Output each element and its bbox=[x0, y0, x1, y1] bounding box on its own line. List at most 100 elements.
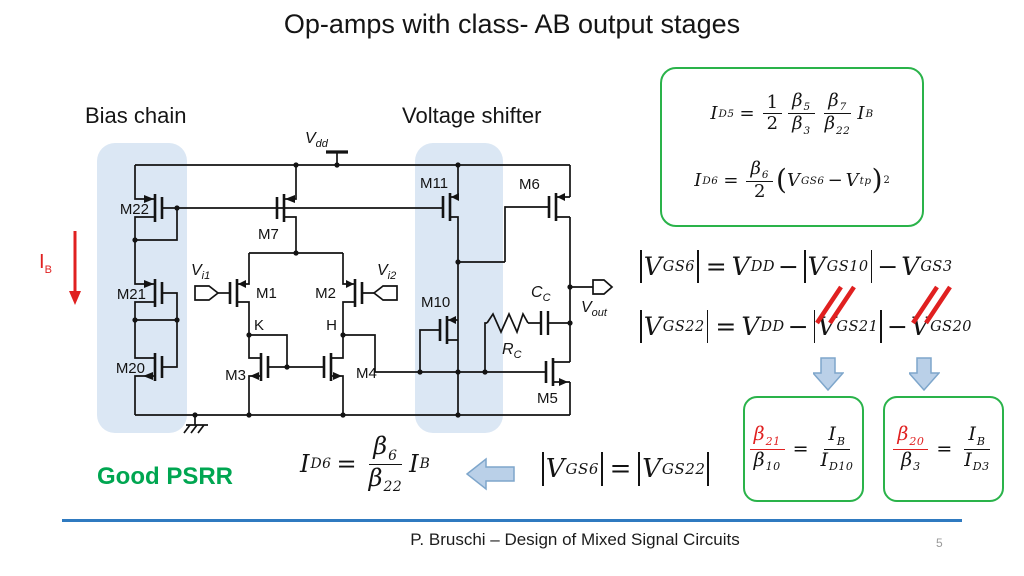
tok: β bbox=[824, 113, 836, 135]
bias-chain-label: Bias chain bbox=[85, 103, 187, 128]
beta21-equation-box: β21 β10 = IB ID10 bbox=[743, 396, 864, 502]
tok: D10 bbox=[829, 459, 854, 473]
vout-output-flag bbox=[592, 279, 614, 295]
cc-label: CC bbox=[531, 284, 551, 304]
m11-label: M11 bbox=[420, 175, 448, 192]
tok: = bbox=[705, 252, 727, 281]
tok: − bbox=[887, 312, 908, 341]
junction-dots bbox=[132, 162, 573, 418]
node-k-label: K bbox=[254, 317, 264, 334]
tok: GS3 bbox=[920, 258, 953, 275]
beta20-equation-box: β20 β3 = IB ID3 bbox=[883, 396, 1004, 502]
tok: 22 bbox=[383, 479, 403, 496]
page-number: 5 bbox=[936, 536, 943, 550]
tok: DD bbox=[750, 258, 775, 275]
tok: GS6 bbox=[565, 460, 599, 479]
m7-label: M7 bbox=[258, 226, 279, 243]
vi1-input-flag bbox=[194, 285, 220, 301]
tok: 2 bbox=[754, 181, 766, 203]
node-h-label: H bbox=[326, 317, 337, 334]
tok: V bbox=[807, 252, 826, 281]
left-arrow-icon bbox=[466, 457, 515, 491]
abs-bar bbox=[706, 310, 709, 343]
rc-label: RC bbox=[502, 341, 522, 361]
m6-label: M6 bbox=[519, 176, 540, 193]
fraction: β6 2 bbox=[746, 158, 774, 203]
tok: = bbox=[336, 450, 357, 479]
circuit-wires bbox=[134, 150, 593, 434]
page-title: Op-amps with class- AB output stages bbox=[283, 9, 741, 39]
tok: I bbox=[694, 170, 702, 192]
m10-label: M10 bbox=[421, 294, 450, 311]
bias-chain-highlight bbox=[97, 143, 187, 433]
tok: tp bbox=[859, 174, 872, 187]
tok: 6 bbox=[388, 447, 398, 464]
tok: β bbox=[753, 448, 765, 471]
io-flags bbox=[194, 279, 614, 301]
abs-bar bbox=[640, 310, 642, 343]
tok: ) bbox=[871, 163, 883, 197]
tok: ( bbox=[776, 163, 787, 197]
vout-label: Vout bbox=[581, 299, 608, 319]
tok: B bbox=[865, 107, 874, 120]
transistor-bars bbox=[153, 193, 558, 386]
tok: = bbox=[739, 103, 755, 125]
fraction: β21 β10 bbox=[749, 423, 785, 473]
tok: β bbox=[792, 90, 803, 112]
cancel-slashes-right bbox=[911, 285, 952, 325]
m4-label: M4 bbox=[356, 365, 377, 382]
abs-bar bbox=[542, 452, 544, 487]
tok: D5 bbox=[718, 107, 735, 120]
m1-label: M1 bbox=[256, 285, 277, 302]
abs-bar bbox=[813, 310, 816, 343]
down-arrow-icon bbox=[909, 357, 940, 391]
abs-bar bbox=[870, 250, 873, 283]
m21-label: M21 bbox=[117, 286, 146, 303]
footer-rule bbox=[62, 519, 962, 522]
tok: I bbox=[710, 103, 718, 125]
circuit-schematic: IB M22 M21 M20 M7 M11 M6 M1 M2 M3 M4 M10… bbox=[39, 130, 614, 434]
tok: β bbox=[368, 463, 383, 492]
tok: β bbox=[753, 423, 765, 446]
tok: = bbox=[936, 438, 953, 460]
tok: − bbox=[827, 170, 843, 192]
tok: GS22 bbox=[661, 460, 706, 479]
ib-current-arrow bbox=[69, 231, 81, 305]
tok: β bbox=[792, 113, 803, 135]
tok: GS6 bbox=[662, 258, 695, 275]
abs-bar bbox=[638, 452, 641, 487]
fraction: IB ID3 bbox=[960, 424, 993, 473]
tok: 10 bbox=[765, 459, 781, 473]
tok: B bbox=[836, 434, 846, 448]
tok: V bbox=[545, 454, 565, 485]
tok: − bbox=[877, 252, 899, 281]
tok: = bbox=[792, 438, 809, 460]
tok: β bbox=[828, 90, 839, 112]
tok: V bbox=[731, 252, 750, 281]
voltage-shifter-highlight bbox=[415, 143, 503, 433]
footer-credit: P. Bruschi – Design of Mixed Signal Circ… bbox=[410, 530, 740, 549]
abs-bar bbox=[697, 250, 699, 283]
good-psrr-label: Good PSRR bbox=[97, 463, 233, 490]
fraction: β6 β22 bbox=[365, 432, 407, 496]
tok: D6 bbox=[702, 174, 719, 187]
tok: 6 bbox=[761, 169, 770, 182]
tok: V bbox=[845, 170, 859, 192]
m20-label: M20 bbox=[116, 360, 145, 377]
tok: − bbox=[787, 312, 809, 341]
tok: 20 bbox=[909, 434, 925, 448]
tok: B bbox=[976, 434, 986, 448]
tok: I bbox=[964, 448, 972, 471]
tok: GS21 bbox=[836, 318, 879, 335]
tok: DD bbox=[760, 318, 785, 335]
tok: I bbox=[820, 448, 829, 471]
abs-bar bbox=[640, 250, 642, 283]
ib-label: IB bbox=[39, 251, 52, 276]
